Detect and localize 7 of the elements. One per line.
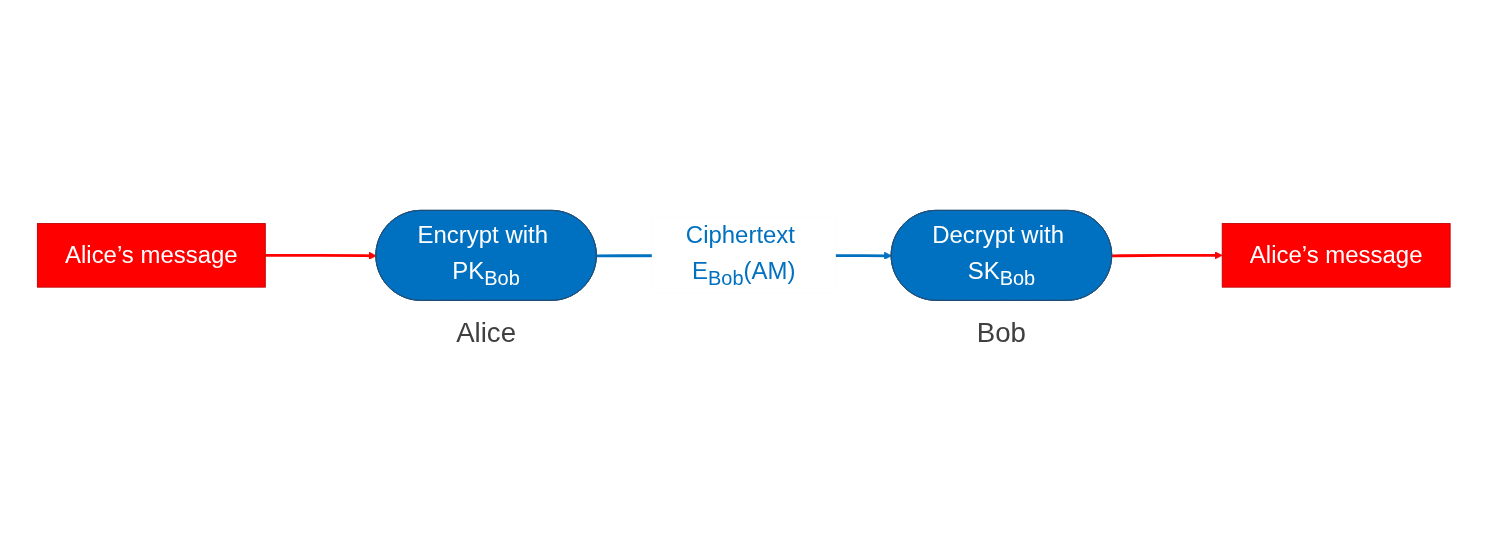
arrow bbox=[265, 251, 377, 260]
arrow bbox=[1111, 251, 1223, 260]
node-box: Alice’s message bbox=[36, 223, 266, 288]
edge-label: Ciphertext E$_{Bob}$(AM) bbox=[685, 220, 796, 290]
node-box: Alice’s message bbox=[1221, 223, 1451, 288]
party-name: Alice bbox=[455, 316, 516, 348]
party-name: Bob bbox=[976, 316, 1026, 348]
